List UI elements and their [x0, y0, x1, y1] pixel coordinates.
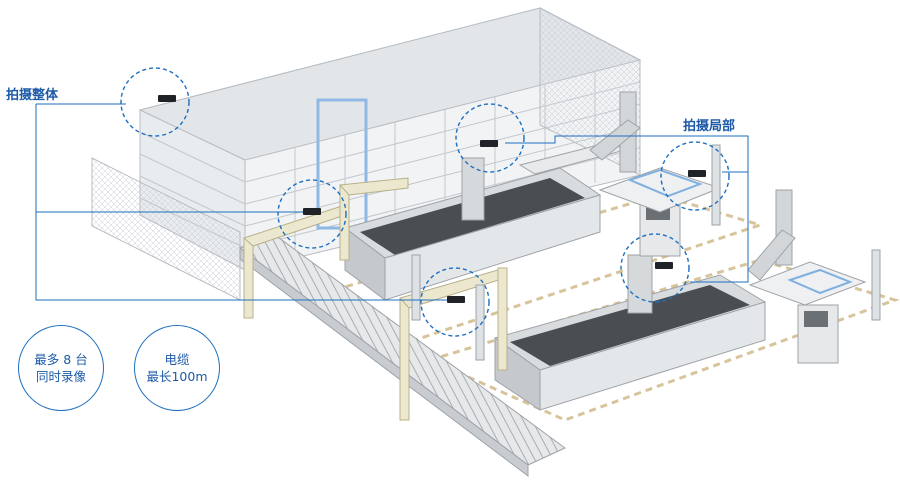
cutting-machine-lower	[493, 254, 767, 411]
badge-cable-length: 电缆 最长100m	[134, 325, 220, 411]
badge-max-cameras-line2: 同时录像	[35, 369, 86, 384]
output-tables	[598, 167, 867, 306]
robot-arm-icon	[589, 91, 796, 281]
light-posts	[411, 144, 881, 361]
badge-max-cameras: 最多 8 台 同时录像	[18, 325, 104, 411]
label-overall-shot: 拍摄整体	[6, 88, 59, 103]
badge-max-cameras-line1: 最多 8 台	[34, 352, 88, 367]
badge-cable-length-line2: 最长100m	[146, 369, 208, 384]
camera-connection-lines	[35, 103, 749, 301]
badge-cable-length-line1: 电缆	[164, 352, 190, 367]
control-panel-icon	[639, 197, 839, 364]
label-local-shot: 拍摄局部	[683, 119, 736, 134]
camera-focus-circles	[120, 67, 730, 337]
gantry-frames	[243, 177, 508, 421]
cutting-machine-upper	[343, 141, 627, 301]
camera-icon	[158, 95, 706, 303]
